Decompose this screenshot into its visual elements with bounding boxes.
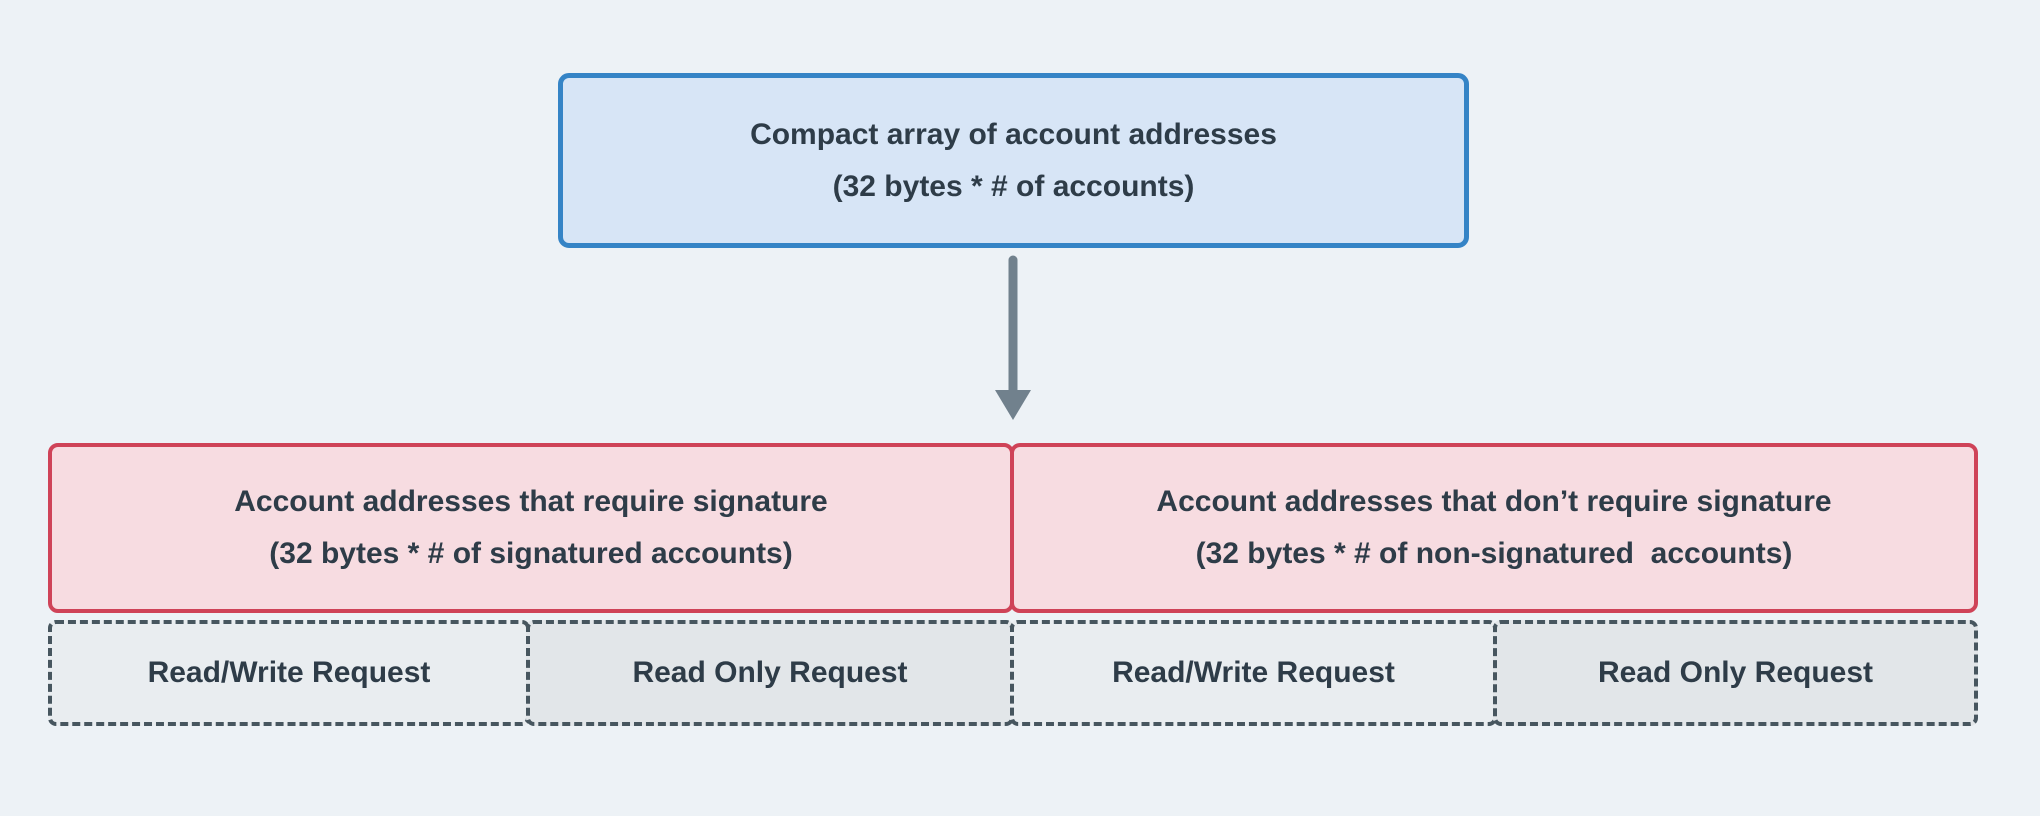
read-write-request-box-2: Read/Write Request: [1010, 620, 1497, 726]
read-only-request-label-1: Read Only Request: [632, 656, 908, 689]
read-write-request-label-2: Read/Write Request: [1112, 656, 1395, 689]
read-only-request-box-2: Read Only Request: [1493, 620, 1978, 726]
read-write-request-label-1: Read/Write Request: [147, 656, 431, 689]
compact-array-box: Compact array of account addresses (32 b…: [558, 73, 1469, 248]
signature-accounts-line2: (32 bytes * # of signatured accounts): [269, 537, 793, 570]
non-signature-accounts-box: Account addresses that don’t require sig…: [1010, 443, 1978, 613]
read-only-request-box-1: Read Only Request: [526, 620, 1014, 726]
non-signature-accounts-line1: Account addresses that don’t require sig…: [1156, 485, 1832, 518]
signature-accounts-box: Account addresses that require signature…: [48, 443, 1014, 613]
non-signature-accounts-line2: (32 bytes * # of non-signatured accounts…: [1195, 537, 1793, 570]
compact-array-line2: (32 bytes * # of accounts): [832, 169, 1195, 203]
read-only-request-label-2: Read Only Request: [1597, 656, 1874, 689]
down-arrow-icon: [985, 252, 1041, 422]
read-write-request-box-1: Read/Write Request: [48, 620, 530, 726]
compact-array-line1: Compact array of account addresses: [750, 117, 1277, 151]
signature-accounts-line1: Account addresses that require signature: [234, 485, 828, 518]
